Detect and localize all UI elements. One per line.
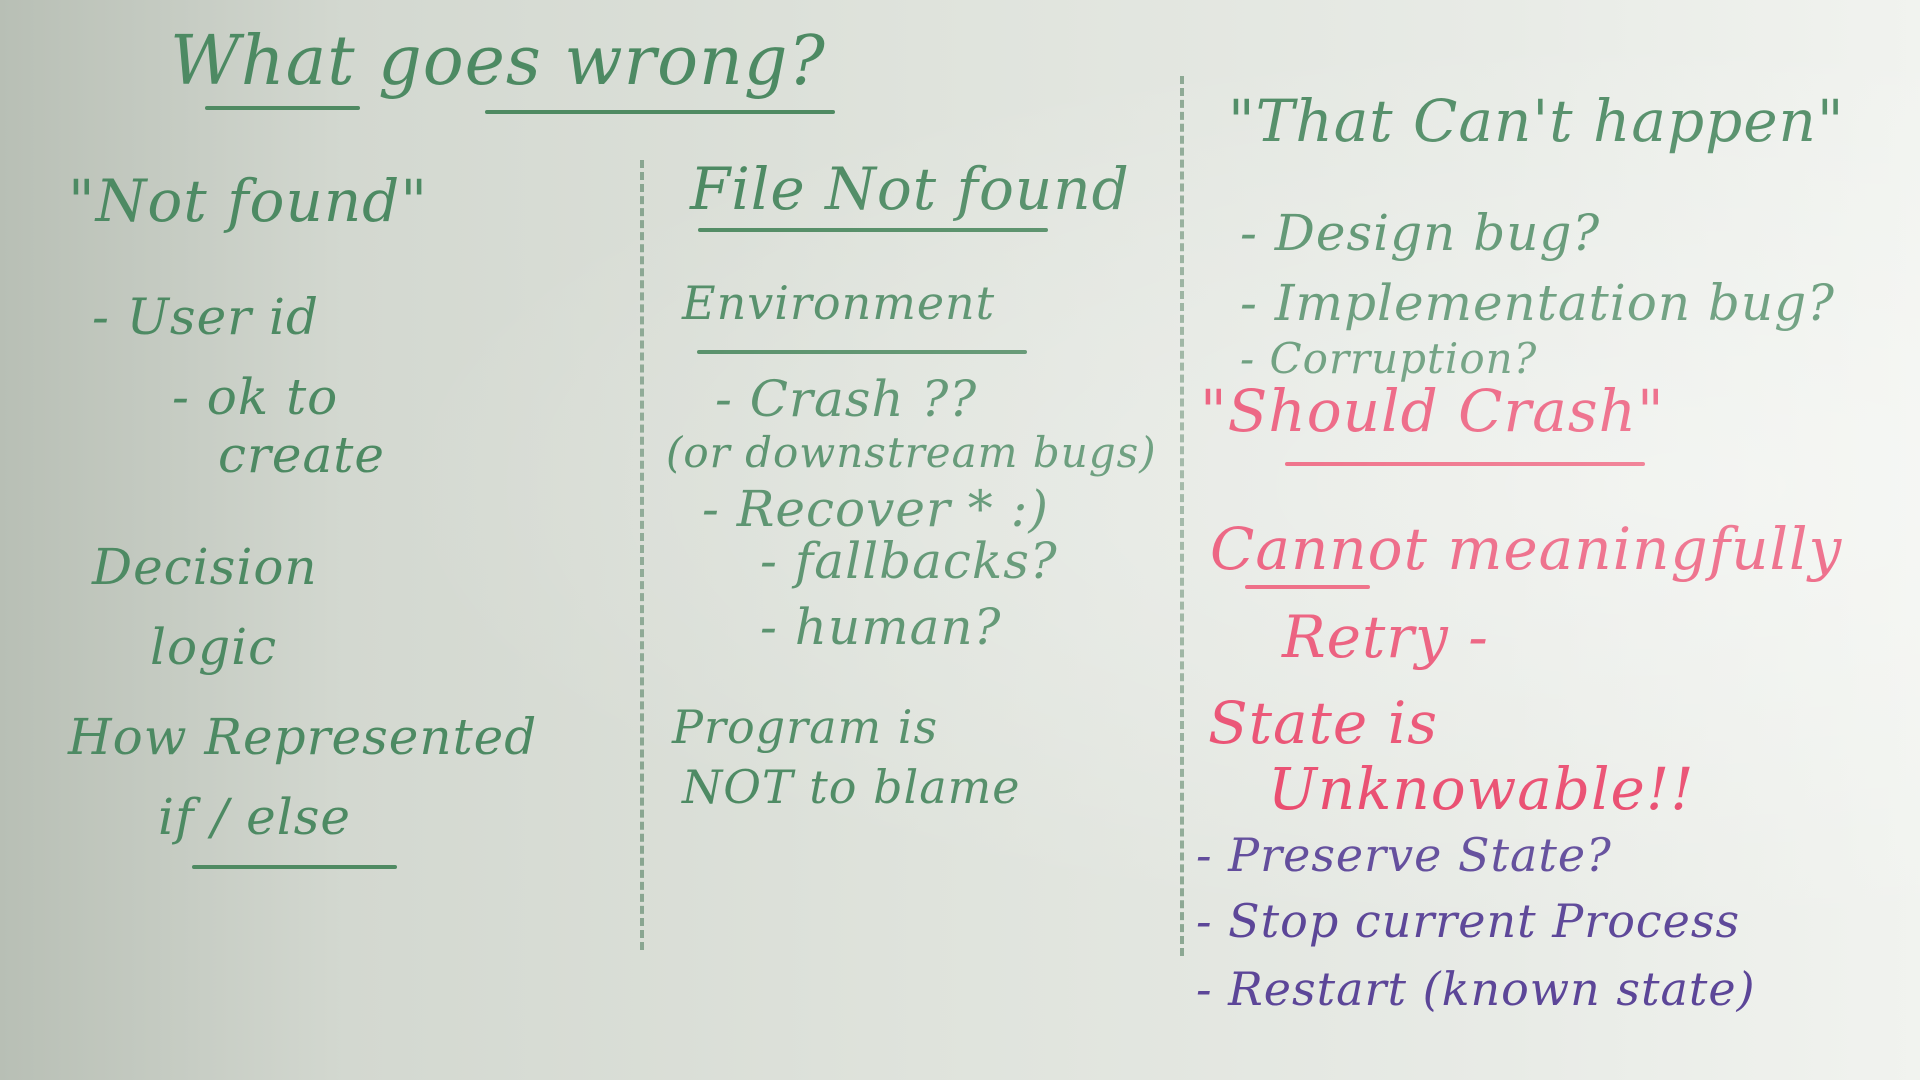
column-1-item-user-id: - User id [92,288,319,346]
column-3-item-cannot-meaningfully: Cannot meaningfully [1210,515,1843,583]
column-3-heading: "That Can't happen" [1228,87,1845,155]
if-else-underline [192,865,397,869]
cannot-underline [1245,585,1370,589]
column-2-item-human: - human? [760,598,1002,656]
board-title: What goes wrong? [170,22,826,101]
should-crash-underline [1285,462,1645,466]
column-1-item-decision: Decision [92,538,318,596]
column-1-item-ok-to: - ok to [172,368,339,426]
column-2-heading: File Not found [690,155,1130,223]
column-2-item-downstream-bugs: (or downstream bugs) [666,428,1157,477]
column-1-heading: "Not found" [68,167,428,235]
column-1-item-create: create [218,426,385,484]
column-divider-right [1180,76,1184,956]
file-not-found-underline [698,228,1048,232]
column-3-item-corruption: - Corruption? [1240,334,1538,383]
column-1-item-if-else: if / else [158,788,351,846]
column-1-item-logic: logic [150,618,278,676]
column-2-item-environment: Environment [682,276,996,330]
column-1-item-how-represented: How Represented [68,708,538,766]
column-3-item-stop-current-process: - Stop current Process [1196,894,1741,948]
title-underline-left [205,106,360,110]
title-underline-right [485,110,835,114]
column-3-item-restart: - Restart (known state) [1196,962,1756,1016]
column-3-item-unknowable: Unknowable!! [1268,755,1695,823]
column-3-item-preserve-state: - Preserve State? [1196,828,1612,882]
column-2-item-recover: - Recover * :) [702,480,1050,538]
column-3-item-implementation-bug: - Implementation bug? [1240,274,1835,332]
column-2-item-not-to-blame: NOT to blame [682,760,1021,814]
column-2-item-fallbacks: - fallbacks? [760,532,1058,590]
column-3-item-should-crash: "Should Crash" [1200,377,1665,445]
column-2-item-crash: - Crash ?? [715,370,978,428]
column-2-item-program-is: Program is [672,700,939,754]
environment-underline [697,350,1027,354]
column-3-item-retry: Retry - [1282,603,1489,671]
column-3-item-state-is: State is [1208,689,1439,757]
column-3-item-design-bug: - Design bug? [1240,204,1601,262]
column-divider-left [640,160,644,950]
